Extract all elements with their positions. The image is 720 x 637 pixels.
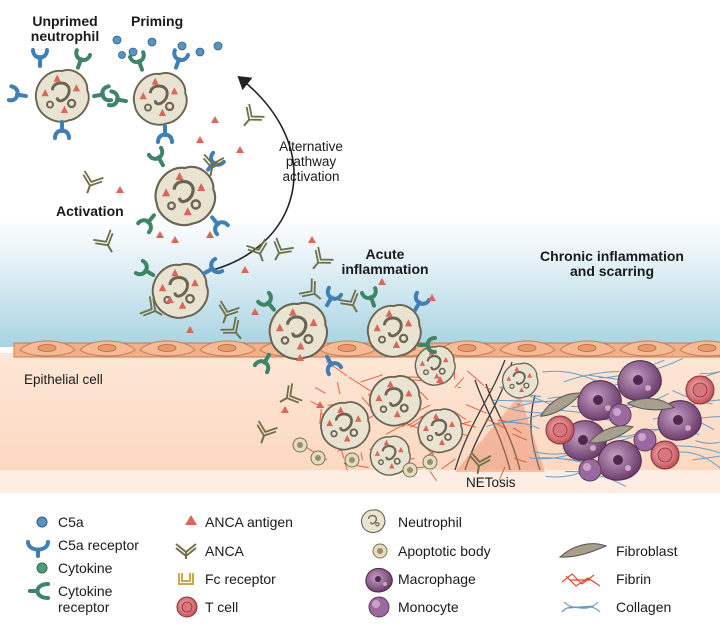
cytokine-receptor-legend-label: Cytokine receptor [58,583,112,615]
anca-antibody [236,104,264,132]
tissue-neutrophil [370,376,421,426]
legend [28,510,606,617]
netosis-label: NETosis [466,475,516,490]
fibroblast-legend-label: Fibroblast [616,543,677,559]
neutrophil-legend-label: Neutrophil [398,514,462,530]
collagen-legend-icon [562,602,600,612]
netosing-neutrophil [503,363,538,398]
fibrin-legend-icon [562,574,600,586]
c5a-legend-label: C5a [58,514,84,530]
activation-label: Activation [56,204,124,219]
adherent-neutrophil [153,264,208,318]
anca-antigen [236,146,244,153]
monocyte-legend-icon [369,597,389,617]
c5a-receptor [9,86,27,103]
tissue-neutrophil [418,409,462,452]
fibroblast-legend-icon [560,544,606,557]
cytokine-receptor [93,86,111,103]
neutrophil-legend-icon [362,510,385,533]
monocyte [579,459,601,481]
acute-inflammation-label: Acute inflammation [330,247,440,277]
anca-antigen-legend-icon [185,515,197,525]
t-cell-legend-label: T cell [205,599,238,615]
c5a-receptor [169,50,188,70]
cytokine-legend-icon [37,563,47,573]
neutrophil [368,305,421,357]
cytokine-receptor [149,148,169,169]
cytokine-receptor [71,50,90,70]
epithelial-cell-label: Epithelial cell [24,372,103,387]
anca-legend-label: ANCA [205,543,244,559]
tissue-neutrophil [321,402,370,450]
t-cell-legend-icon [177,597,197,617]
epithelial-layer [14,341,720,357]
anca-antigen [196,136,204,143]
primed-neutrophil [134,73,187,125]
apoptotic-body-legend-icon [373,544,387,558]
apoptotic-body-legend-label: Apoptotic body [398,543,491,559]
anca-antibody [78,171,104,197]
anca-antigen-legend-label: ANCA antigen [205,514,293,530]
cytokine-legend-label: Cytokine [58,560,112,576]
c5a-receptor-legend-icon [28,542,48,556]
anca-antigen [116,186,124,193]
fibrin-legend-label: Fibrin [616,571,651,587]
alternative-pathway-label: Alternative pathway activation [256,139,366,184]
c5a-receptor [55,122,69,138]
monocyte [609,404,631,426]
priming-label: Priming [131,14,183,29]
monocyte [634,429,656,451]
monocyte-legend-label: Monocyte [398,599,459,615]
anca-legend-icon [176,544,196,559]
collagen-legend-label: Collagen [616,599,671,615]
c5a-legend-icon [37,517,47,527]
chronic-inflammation-label: Chronic inflammation and scarring [522,249,702,279]
migrating-neutrophil [270,303,327,359]
anca-antigen [211,116,219,123]
unprimed-neutrophil-label: Unprimed neutrophil [10,14,120,44]
macrophage-legend-icon [366,568,392,592]
fc-receptor-legend-icon [179,573,193,584]
unprimed-neutrophil [36,70,89,122]
c5a-receptor-legend-label: C5a receptor [58,537,139,553]
c5a-receptor [158,126,172,142]
macrophage-legend-label: Macrophage [398,571,476,587]
c5a-receptor [33,50,47,66]
activated-neutrophil [156,167,216,225]
fc-receptor-legend-label: Fc receptor [205,571,276,587]
cytokine-receptor-legend-icon [30,584,48,598]
